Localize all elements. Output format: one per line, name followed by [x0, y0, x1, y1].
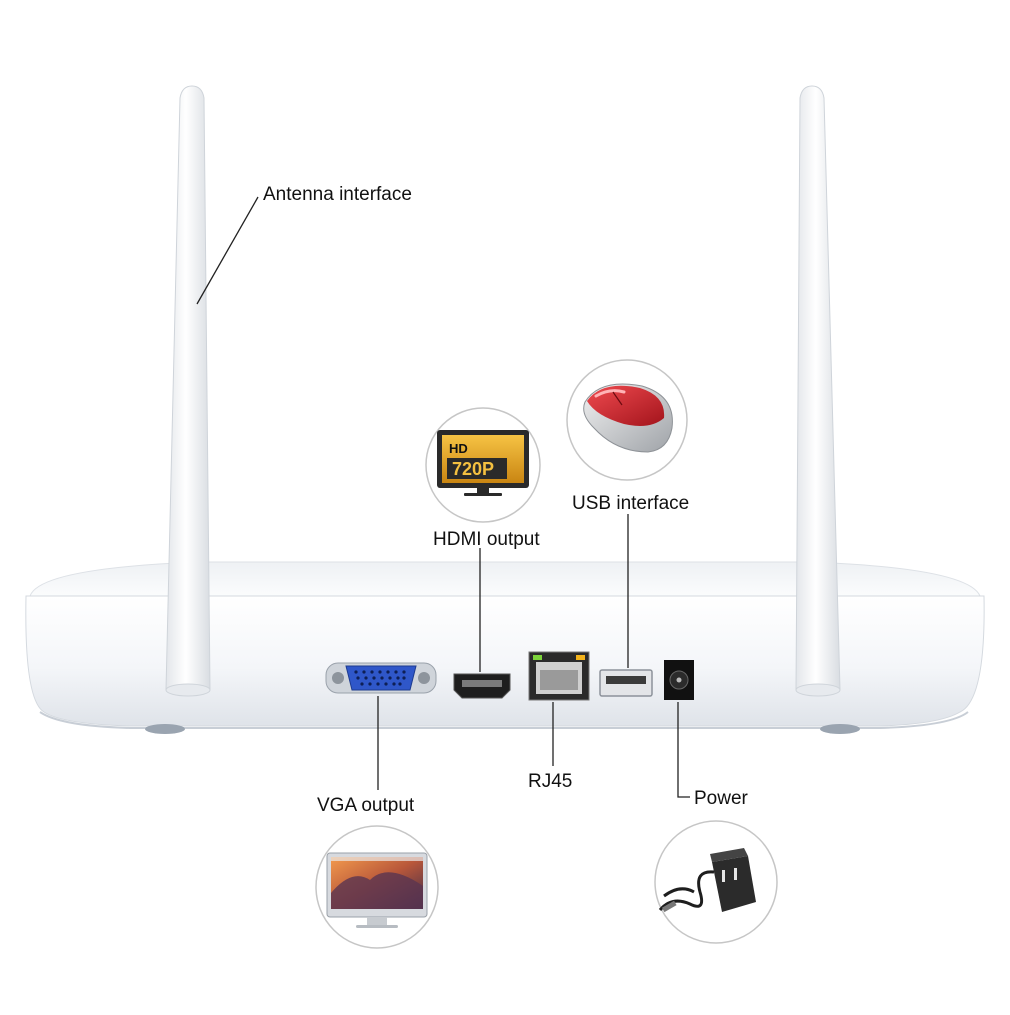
antenna-leader — [196, 196, 259, 305]
monitor-icon: HD 720P — [425, 407, 541, 523]
rj45-port — [528, 651, 590, 701]
laptop-screen-icon — [315, 825, 439, 949]
device-front — [25, 595, 985, 727]
nvr-device — [25, 561, 985, 734]
usb-port — [599, 669, 653, 697]
mouse-icon — [566, 359, 688, 481]
hdmi-port — [453, 673, 511, 699]
hdmi-output-label: HDMI output — [433, 529, 540, 550]
antenna-right — [795, 85, 841, 697]
antenna-interface-label: Antenna interface — [263, 184, 412, 205]
device-foot-left — [145, 724, 185, 734]
rj45-label: RJ45 — [528, 771, 573, 792]
antenna-left — [165, 85, 211, 697]
power-port — [664, 660, 694, 700]
usb-interface-label: USB interface — [572, 493, 690, 514]
resolution-badge-text: 720P — [452, 459, 494, 479]
leader-lines — [196, 196, 690, 798]
power-leader — [677, 702, 690, 798]
vga-output-label: VGA output — [317, 795, 415, 816]
power-label: Power — [694, 788, 748, 809]
hd-badge-text: HD — [449, 441, 468, 456]
device-foot-right — [820, 724, 860, 734]
power-adapter-icon — [654, 820, 778, 944]
vga-port — [325, 662, 437, 694]
